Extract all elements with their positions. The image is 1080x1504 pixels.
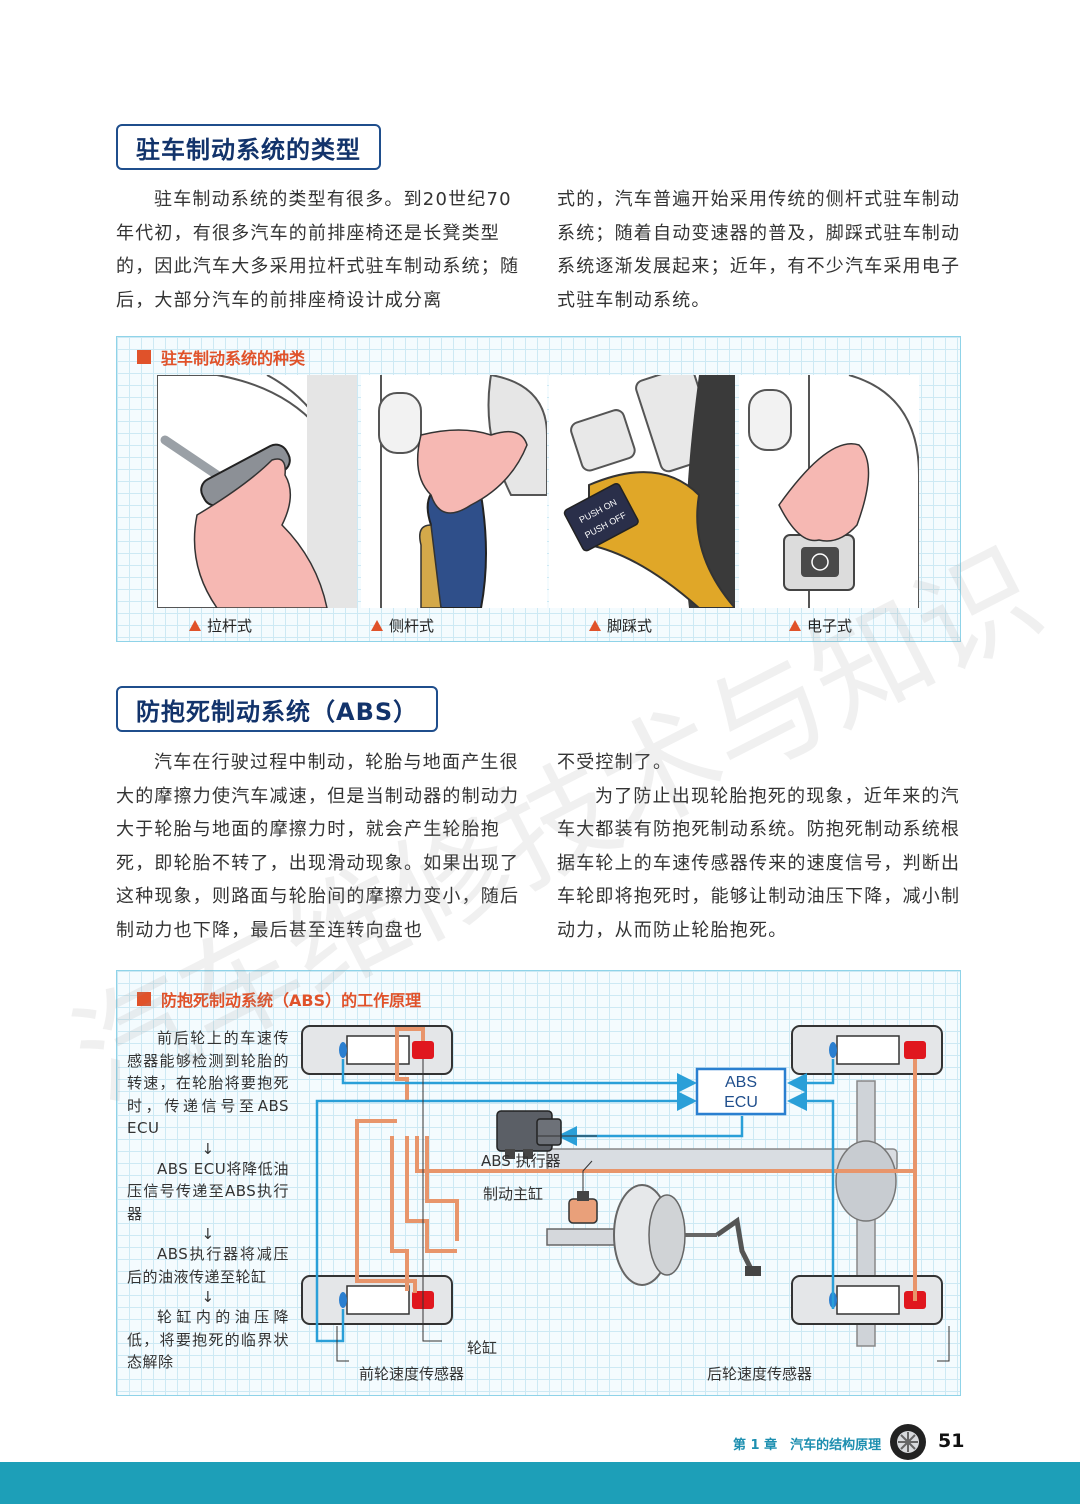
label-abs-actuator: ABS 执行器: [481, 1152, 561, 1170]
down-arrow-icon: ↓: [201, 1139, 215, 1158]
panel-electronic: [739, 375, 919, 608]
label-front-sensor: 前轮速度传感器: [359, 1365, 465, 1383]
abs-ecu-box: [695, 1067, 787, 1116]
label-wheel-cylinder: 轮缸: [467, 1339, 498, 1357]
down-arrow-icon: ↓: [201, 1225, 215, 1243]
page-number: 51: [938, 1430, 965, 1452]
panel-side-lever: [361, 375, 547, 608]
caption-electronic: 电子式: [789, 615, 852, 636]
flow-step-2: ABS ECU将降低油压信号传递至ABS执行器: [127, 1159, 289, 1223]
caption-text: 拉杆式: [207, 617, 253, 635]
master-cylinder-reservoir: [568, 1191, 598, 1224]
wheel-rear-left: [791, 1275, 943, 1325]
flow-step-1: 前后轮上的车速传感器能够检测到轮胎的转速，在轮胎将要抱死时，传递信号至ABS E…: [127, 1029, 289, 1137]
abs-actuator: [496, 1110, 562, 1159]
ecu-label-line1: ABS: [725, 1074, 757, 1091]
figure-abs-principle: 防抱死制动系统（ABS）的工作原理 前后轮上的车速传感器能够检测到轮胎的转速，在…: [116, 970, 961, 1396]
differential: [835, 1140, 897, 1222]
caption-text: 电子式: [807, 617, 853, 635]
section-title-parking-brake: 驻车制动系统的类型: [116, 124, 381, 170]
side-lever-illustration: [361, 375, 547, 608]
speed-sensor-fl: [339, 1042, 347, 1058]
figure2-heading: 防抱死制动系统（ABS）的工作原理: [137, 987, 421, 1011]
caption-foot-pedal: 脚踩式: [589, 615, 652, 636]
wheel-cylinder-fl: [412, 1041, 434, 1059]
triangle-icon: [189, 620, 201, 631]
down-arrow-icon: ↓: [201, 1288, 215, 1306]
paragraph-parking-left: 驻车制动系统的类型有很多。到20世纪70年代初，有很多汽车的前排座椅还是长凳类型…: [116, 189, 520, 311]
triangle-icon: [371, 620, 383, 631]
figure-heading: 驻车制动系统的种类: [137, 345, 305, 369]
paragraph-abs-right: 不受控制了。 为了防止出现轮胎抱死的现象，近年来的汽车大都装有防抱死制动系统。防…: [557, 746, 961, 947]
label-master-cylinder: 制动主缸: [483, 1185, 544, 1203]
wheel-cylinder-rr: [904, 1041, 926, 1059]
speed-sensor-rr: [829, 1042, 837, 1058]
signal-lines: [315, 1059, 835, 1343]
tire-icon: [890, 1424, 926, 1460]
caption-text: 侧杆式: [389, 617, 435, 635]
leader-lines: [336, 1059, 950, 1362]
footer-bar: [0, 1462, 1080, 1504]
section-title-abs: 防抱死制动系统（ABS）: [116, 686, 439, 732]
foot-pedal-illustration: PUSH ON PUSH OFF: [549, 375, 735, 608]
triangle-icon: [789, 620, 801, 631]
wheel-rear-right: [791, 1025, 943, 1075]
figure-parking-brake-types: 驻车制动系统的种类: [116, 336, 961, 642]
wheel-front-left: [301, 1025, 453, 1075]
pull-lever-illustration: [157, 375, 357, 608]
figure2-heading-text: 防抱死制动系统（ABS）的工作原理: [161, 991, 422, 1010]
panel-foot-pedal: PUSH ON PUSH OFF: [549, 375, 735, 608]
paragraph-parking-right: 式的，汽车普遍开始采用传统的侧杆式驻车制动系统；随着自动变速器的普及，脚踩式驻车…: [557, 189, 961, 311]
abs-flow-steps: 前后轮上的车速传感器能够检测到轮胎的转速，在轮胎将要抱死时，传递信号至ABS E…: [127, 1027, 289, 1374]
ecu-label-line2: ECU: [724, 1094, 758, 1111]
paragraph-abs-left: 汽车在行驶过程中制动，轮胎与地面产生很大的摩擦力使汽车减速，但是当制动器的制动力…: [116, 752, 520, 941]
footer-chapter: 第 1 章 汽车的结构原理: [733, 1438, 882, 1453]
wheel-front-right: [301, 1275, 453, 1325]
speed-sensor-fr: [339, 1292, 347, 1308]
figure-heading-text: 驻车制动系统的种类: [161, 349, 306, 368]
heading-square-icon: [137, 350, 151, 364]
paragraph-abs-right-1: 不受控制了。: [557, 752, 673, 773]
paragraph-abs-right-2: 为了防止出现轮胎抱死的现象，近年来的汽车大都装有防抱死制动系统。防抱死制动系统根…: [557, 785, 961, 941]
flow-step-3: ABS执行器将减压后的油液传递至轮缸: [127, 1245, 289, 1286]
triangle-icon: [589, 620, 601, 631]
panel-pull-lever: [157, 375, 357, 608]
electronic-illustration: [739, 375, 919, 608]
caption-side-lever: 侧杆式: [371, 615, 434, 636]
label-rear-sensor: 后轮速度传感器: [707, 1365, 813, 1383]
flow-step-4: 轮缸内的油压降低，将要抱死的临界状态解除: [127, 1308, 289, 1371]
heading-square-icon: [137, 992, 151, 1006]
abs-system-diagram: ABS ECU: [301, 1025, 950, 1362]
brake-booster: [546, 1184, 761, 1286]
caption-text: 脚踩式: [607, 617, 653, 635]
caption-pull-lever: 拉杆式: [189, 615, 252, 636]
